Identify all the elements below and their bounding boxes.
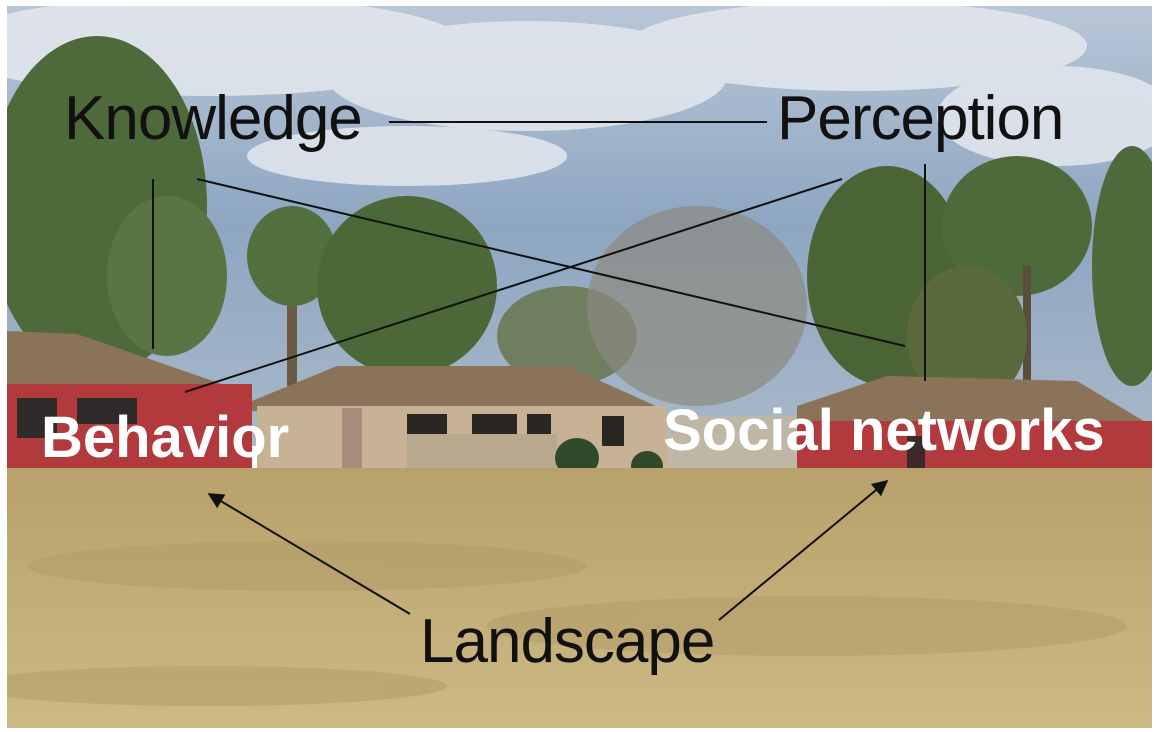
trees (7, 36, 1152, 406)
node-perception: Perception (777, 84, 1064, 153)
line-perception-behavior (184, 178, 843, 393)
node-knowledge: Knowledge (64, 84, 363, 153)
photo-background: Knowledge Perception Behavior Social net… (7, 6, 1152, 728)
arrow-landscape-behavior (207, 493, 411, 615)
arrow-landscape-social-networks (718, 479, 889, 621)
scene-svg (7, 6, 1152, 728)
node-social-networks: Social networks (663, 398, 1105, 463)
diagram-lines (152, 121, 926, 621)
node-landscape: Landscape (420, 607, 715, 676)
house-center (252, 366, 667, 481)
house-left (7, 331, 252, 472)
line-knowledge-social-networks (196, 178, 906, 347)
node-behavior: Behavior (41, 405, 290, 470)
lawn-texture (7, 541, 1127, 706)
